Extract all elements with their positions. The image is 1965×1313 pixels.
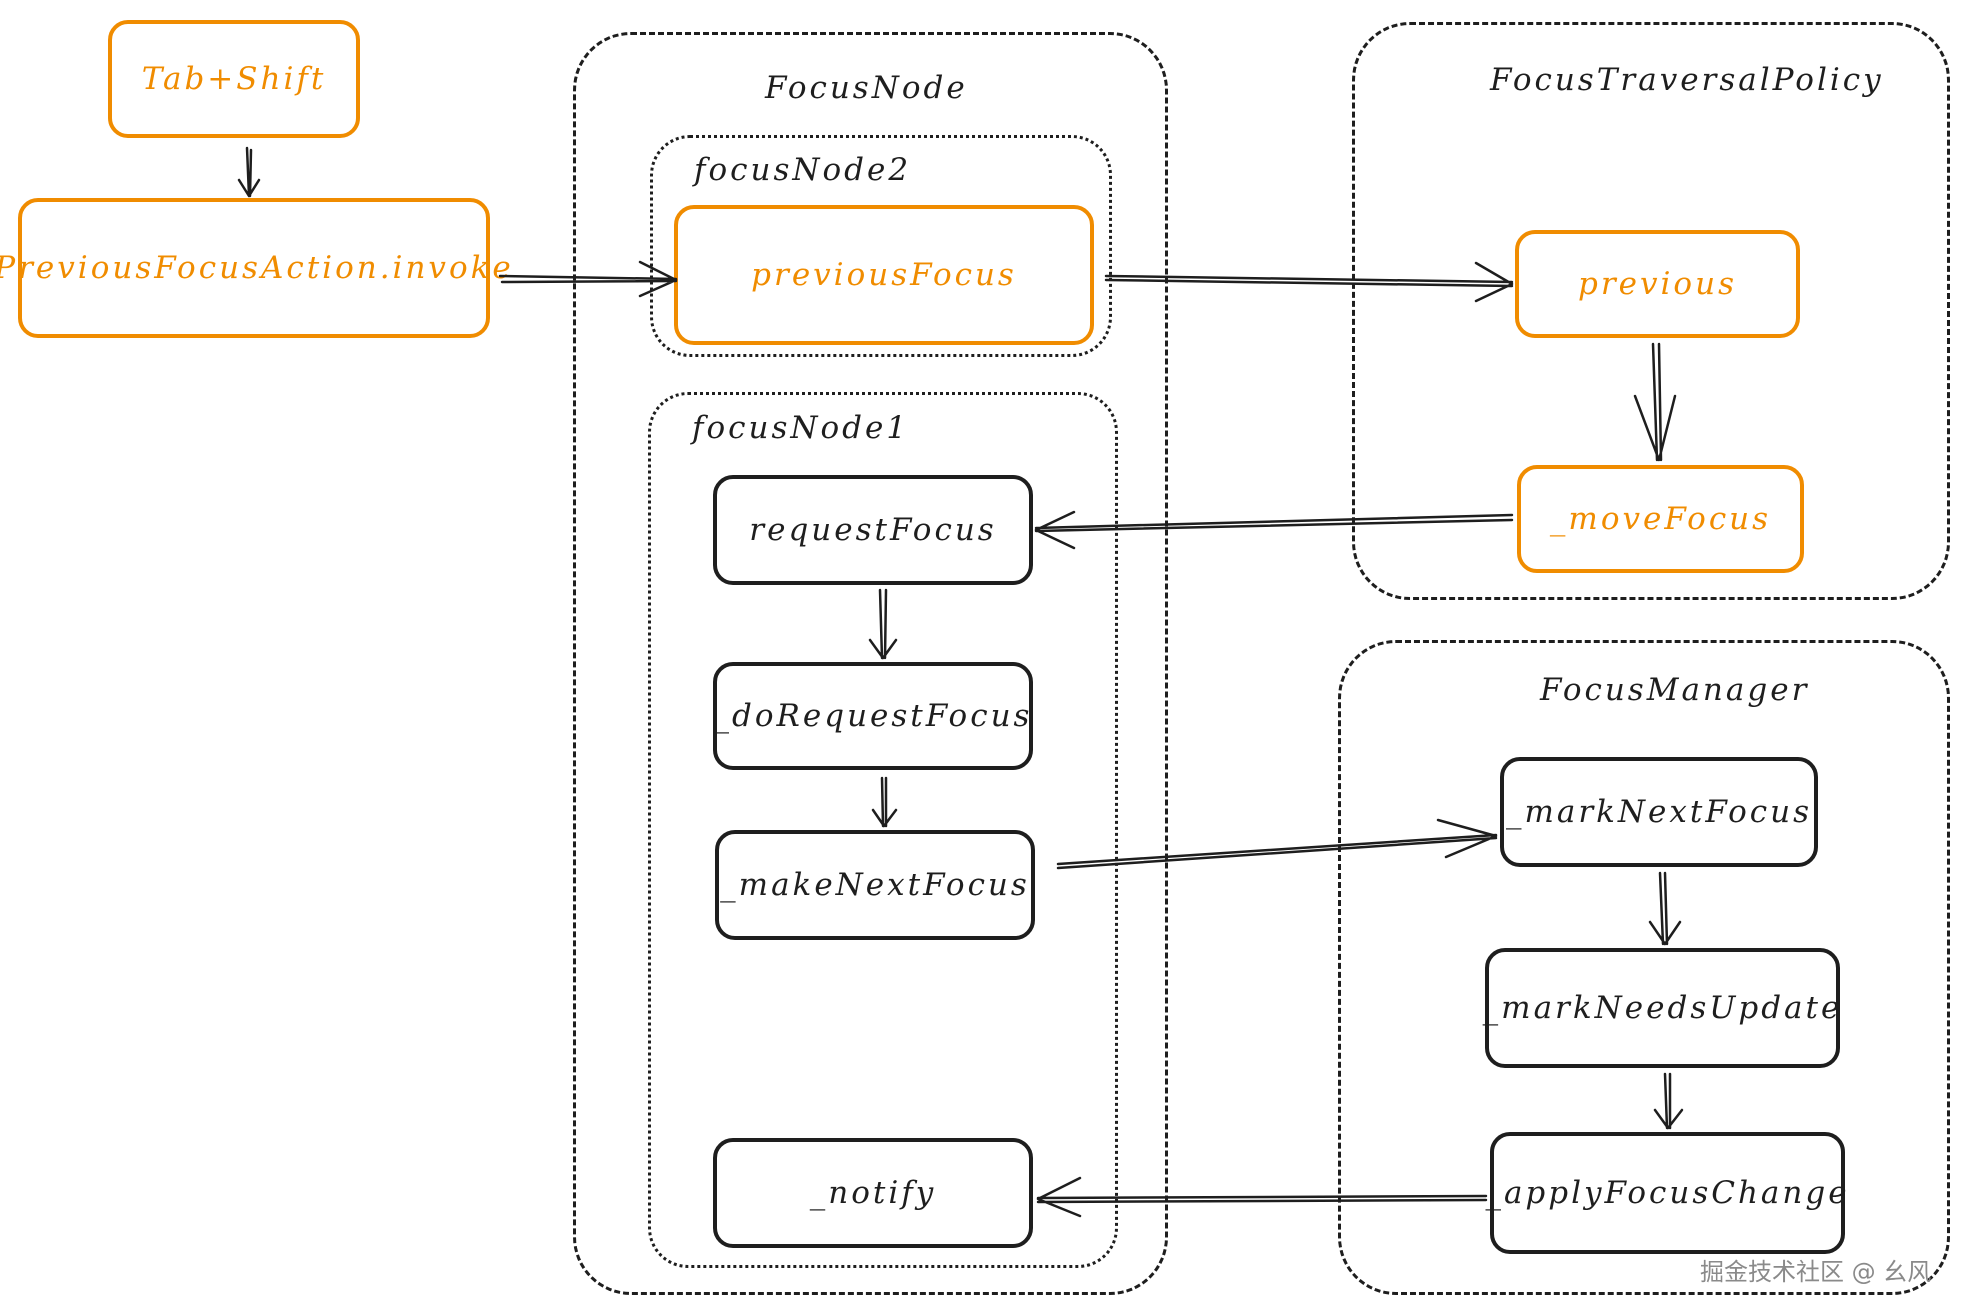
mark-next-focus-label: _markNextFocus — [1505, 794, 1813, 830]
tab-shift-label: Tab+Shift — [141, 61, 327, 97]
make-next-focus-label: _makeNextFocus — [720, 867, 1030, 903]
previous-label: previous — [1578, 266, 1737, 302]
focus-node2-group — [650, 135, 1112, 357]
arrow-make-next-focus-to-mark-next-focus — [1056, 818, 1498, 870]
tab-shift-node: Tab+Shift — [108, 20, 360, 138]
notify-node: _notify — [713, 1138, 1033, 1248]
previous-node: previous — [1515, 230, 1800, 338]
notify-label: _notify — [809, 1175, 937, 1211]
apply-focus-change-label: _applyFocusChange — [1485, 1175, 1850, 1211]
arrow-move-focus-to-request-focus — [1034, 510, 1514, 550]
make-next-focus-node: _makeNextFocus — [715, 830, 1035, 940]
move-focus-label: _moveFocus — [1549, 501, 1772, 537]
mark-next-focus-node: _markNextFocus — [1500, 757, 1818, 867]
focus-traversal-policy-group — [1352, 22, 1950, 600]
watermark: 掘金技术社区 @ 幺风 — [1700, 1258, 1932, 1286]
move-focus-node: _moveFocus — [1517, 465, 1804, 573]
request-focus-node: requestFocus — [713, 475, 1033, 585]
arrow-tab-shift-to-invoke — [237, 146, 261, 198]
do-request-focus-node: _doRequestFocus — [713, 662, 1033, 770]
focus-manager-group-title: FocusManager — [1540, 672, 1810, 708]
focus-manager-group — [1338, 640, 1950, 1295]
mark-needs-update-label: _markNeedsUpdate — [1482, 990, 1843, 1026]
previous-focus-label: previousFocus — [751, 257, 1017, 293]
arrow-apply-focus-change-to-notify — [1036, 1176, 1488, 1218]
previous-focus-node: previousFocus — [674, 205, 1094, 345]
mark-needs-update-node: _markNeedsUpdate — [1482, 948, 1843, 1068]
request-focus-label: requestFocus — [749, 512, 997, 548]
focus-traversal-policy-group-title: FocusTraversalPolicy — [1490, 62, 1884, 98]
focus-node2-group-title: focusNode2 — [694, 152, 912, 188]
focus-node-group — [573, 32, 1168, 1295]
focus-node-group-title: FocusNode — [765, 70, 968, 106]
arrow-mark-next-focus-to-mark-needs-update — [1648, 871, 1682, 946]
arrow-request-focus-to-do-request-focus — [868, 588, 898, 660]
arrow-invoke-to-previous-focus — [498, 260, 678, 298]
arrow-previous-to-move-focus — [1633, 342, 1677, 462]
arrow-mark-needs-update-to-apply-focus-change — [1653, 1072, 1684, 1130]
arrow-previous-focus-to-previous — [1104, 261, 1514, 303]
focus-node1-group — [648, 392, 1118, 1268]
previous-focus-action-invoke-label: PreviousFocusAction.invoke — [0, 250, 514, 286]
do-request-focus-label: _doRequestFocus — [713, 698, 1033, 734]
focus-node1-group-title: focusNode1 — [692, 410, 910, 446]
previous-focus-action-invoke-node: PreviousFocusAction.invoke — [0, 198, 511, 338]
apply-focus-change-node: _applyFocusChange — [1485, 1132, 1847, 1254]
arrow-do-request-focus-to-make-next-focus — [871, 776, 898, 828]
